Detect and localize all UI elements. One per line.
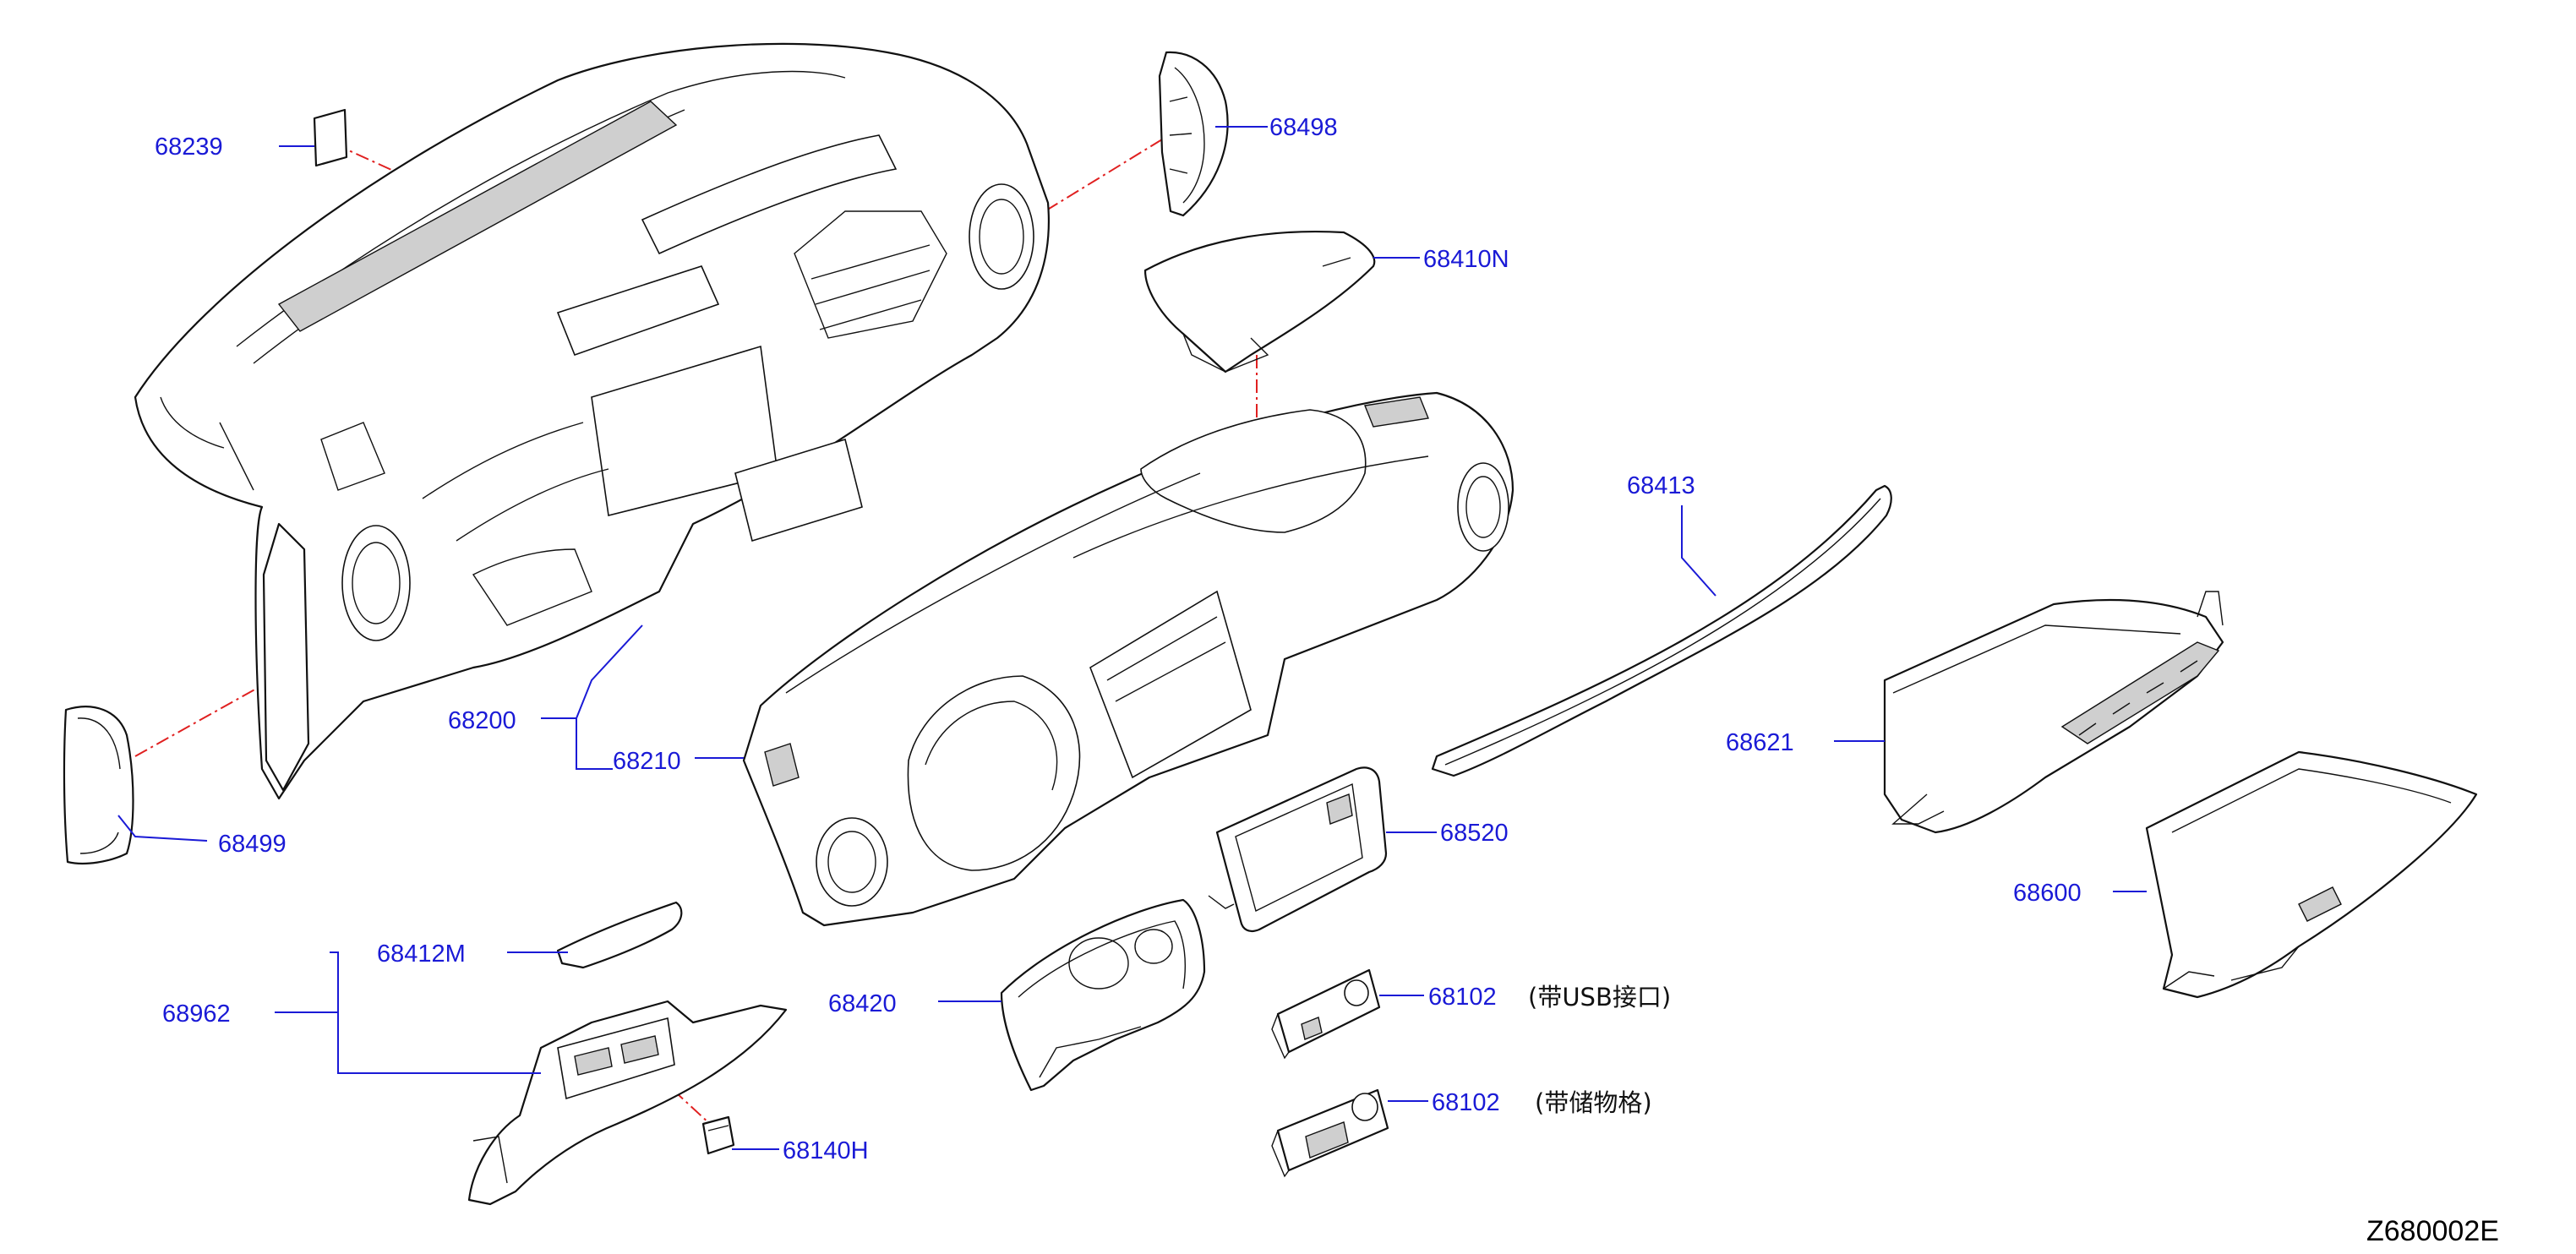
callout-68102-usb[interactable]: 68102 (1428, 984, 1497, 1011)
part-68520-display-bezel[interactable] (1208, 766, 1388, 933)
callout-labels: 68239 68498 68410N 68413 68621 68200 682… (155, 114, 2082, 1164)
callout-68499[interactable]: 68499 (218, 831, 287, 858)
part-68600-glovebox-lid[interactable] (2145, 750, 2478, 999)
part-68499-side-cover[interactable] (63, 706, 134, 865)
part-68140H-switch[interactable] (701, 1115, 735, 1155)
part-68420-meter-hood[interactable] (1000, 898, 1206, 1092)
figure-code: Z680002E (2366, 1215, 2499, 1247)
callout-68600[interactable]: 68600 (2013, 880, 2082, 907)
callout-68410N[interactable]: 68410N (1423, 246, 1509, 273)
callout-68420[interactable]: 68420 (828, 990, 897, 1017)
leader-lines (117, 126, 2147, 1150)
note-with-usb: (带USB接口) (1528, 983, 1671, 1011)
callout-68412M[interactable]: 68412M (377, 940, 466, 968)
callout-68239[interactable]: 68239 (155, 134, 223, 161)
part-68413-trim-strip[interactable] (1431, 484, 1892, 777)
callout-68498[interactable]: 68498 (1269, 114, 1338, 141)
callout-68413[interactable]: 68413 (1627, 472, 1695, 499)
note-with-storage: (带储物格) (1535, 1088, 1652, 1117)
part-68102-storage-panel[interactable] (1271, 1088, 1389, 1178)
part-68412M-cover[interactable] (556, 901, 683, 969)
part-68200-dash-frame[interactable] (134, 42, 1050, 800)
part-68102-usb-panel[interactable] (1271, 968, 1381, 1060)
part-68962-lower-trim[interactable] (467, 1000, 788, 1206)
part-68498-side-cover[interactable] (1158, 51, 1229, 217)
callout-68140H[interactable]: 68140H (783, 1137, 869, 1164)
variant-notes: (带USB接口) (带储物格) (1528, 983, 1671, 1117)
callout-68621[interactable]: 68621 (1726, 729, 1794, 756)
callout-68962[interactable]: 68962 (162, 1000, 231, 1028)
part-68239-sticker[interactable] (313, 108, 348, 167)
part-68621-glovebox-housing[interactable] (1883, 591, 2224, 834)
callout-68520[interactable]: 68520 (1440, 820, 1509, 847)
callout-68200[interactable]: 68200 (448, 707, 516, 734)
part-68410N-airbag[interactable] (1143, 230, 1376, 373)
callout-68210[interactable]: 68210 (613, 748, 681, 775)
callout-68102-storage[interactable]: 68102 (1432, 1089, 1500, 1116)
part-68210-instrument-panel[interactable] (742, 391, 1514, 927)
